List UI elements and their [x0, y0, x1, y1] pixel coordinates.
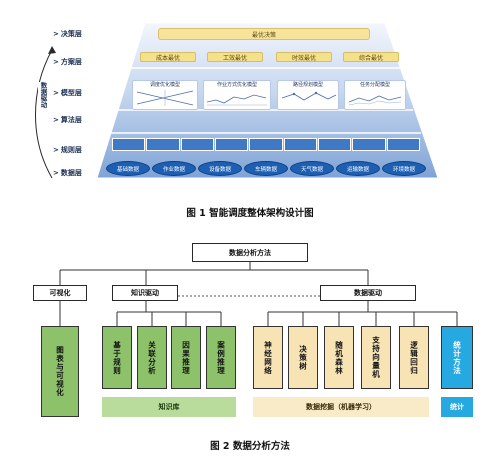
model-panel-2: 作业方式优化模型: [203, 80, 271, 110]
knowledge-item-2: 关联分析: [137, 326, 167, 389]
plan-cost: 成本最优: [140, 52, 196, 62]
model-title-4: 任务分配模型: [359, 82, 390, 88]
data-driven-item-2: 决策树: [288, 326, 318, 389]
algorithm-cell-2: [146, 138, 180, 151]
algorithm-cell-4: [214, 138, 249, 151]
knowledge-driven-node: 知识驱动: [112, 285, 178, 301]
level-label-data: >数据层: [53, 169, 82, 177]
decision-box: 最优决策: [158, 28, 370, 40]
data-driven-item-3: 随机森林: [324, 326, 354, 389]
algorithm-cell-5: [249, 138, 283, 151]
data-driven-item-1: 神经网络: [253, 326, 283, 389]
visualization-node: 可视化: [33, 285, 87, 301]
data-item-3: 设备数据: [198, 161, 242, 176]
knowledge-item-1: 基于规则: [102, 326, 132, 389]
tree-connectors: [59, 262, 458, 326]
level-label-decision: >决策层: [53, 30, 82, 38]
model-panel-1: 调度优化模型: [132, 80, 198, 110]
data-driven-item-4: 支持向量机: [361, 326, 391, 389]
statistics-item: 统计方法: [441, 326, 473, 389]
data-item-5: 天气数据: [290, 161, 334, 176]
data-driven-item-5: 逻辑回归: [399, 326, 429, 389]
data-driven-node: 数据驱动: [320, 285, 416, 301]
model-title-1: 调度优化模型: [149, 82, 180, 88]
knowledge-item-4: 案例推理: [206, 326, 236, 389]
data-item-2: 作业数据: [152, 161, 196, 176]
algorithm-cell-1: [112, 138, 146, 151]
plan-time: 时效最优: [276, 52, 332, 62]
algorithm-cell-3: [180, 138, 214, 151]
model-3-graphic: [281, 91, 337, 101]
level-label-rule: >规则层: [53, 146, 82, 154]
statistics-bar: 统计: [441, 397, 473, 417]
algorithm-cell-8: [352, 138, 386, 151]
visualization-item: 图表与可视化: [41, 326, 79, 417]
data-item-1: 基础数据: [106, 161, 150, 176]
algorithm-cell-6: [283, 138, 317, 151]
algorithm-row: [112, 138, 420, 151]
knowledge-base-bar: 知识库: [102, 397, 236, 417]
data-item-6: 运输数据: [336, 161, 380, 176]
model-panel-3: 路径规划模型: [277, 80, 339, 110]
algorithm-cell-7: [317, 138, 352, 151]
model-title-3: 路径规划模型: [292, 82, 323, 88]
figure-2-caption: 图 2 数据分析方法: [210, 441, 290, 452]
knowledge-item-3: 因果推理: [171, 326, 201, 389]
model-1-graphic: [136, 90, 194, 106]
model-panel-4: 任务分配模型: [344, 80, 406, 110]
data-item-4: 车辆数据: [244, 161, 288, 176]
root-node: 数据分析方法: [192, 243, 308, 262]
model-4-graphic: [348, 95, 402, 106]
level-label-model: >模型层: [53, 89, 82, 97]
data-mining-bar: 数据挖掘（机器学习）: [253, 397, 429, 417]
data-item-7: 环境数据: [382, 161, 426, 176]
data-driven-side-label: 数据驱动: [38, 82, 48, 108]
algorithm-cell-9: [386, 138, 420, 151]
figure-1-caption: 图 1 智能调度整体架构设计图: [186, 208, 314, 219]
level-label-algorithm: >算法层: [53, 116, 82, 124]
model-title-2: 作业方式优化模型: [216, 82, 257, 88]
model-2-graphic: [206, 94, 267, 106]
plan-efficiency: 工效最优: [207, 52, 263, 62]
plan-overall: 综合最优: [343, 52, 399, 62]
level-label-plan: >方案层: [53, 58, 82, 66]
